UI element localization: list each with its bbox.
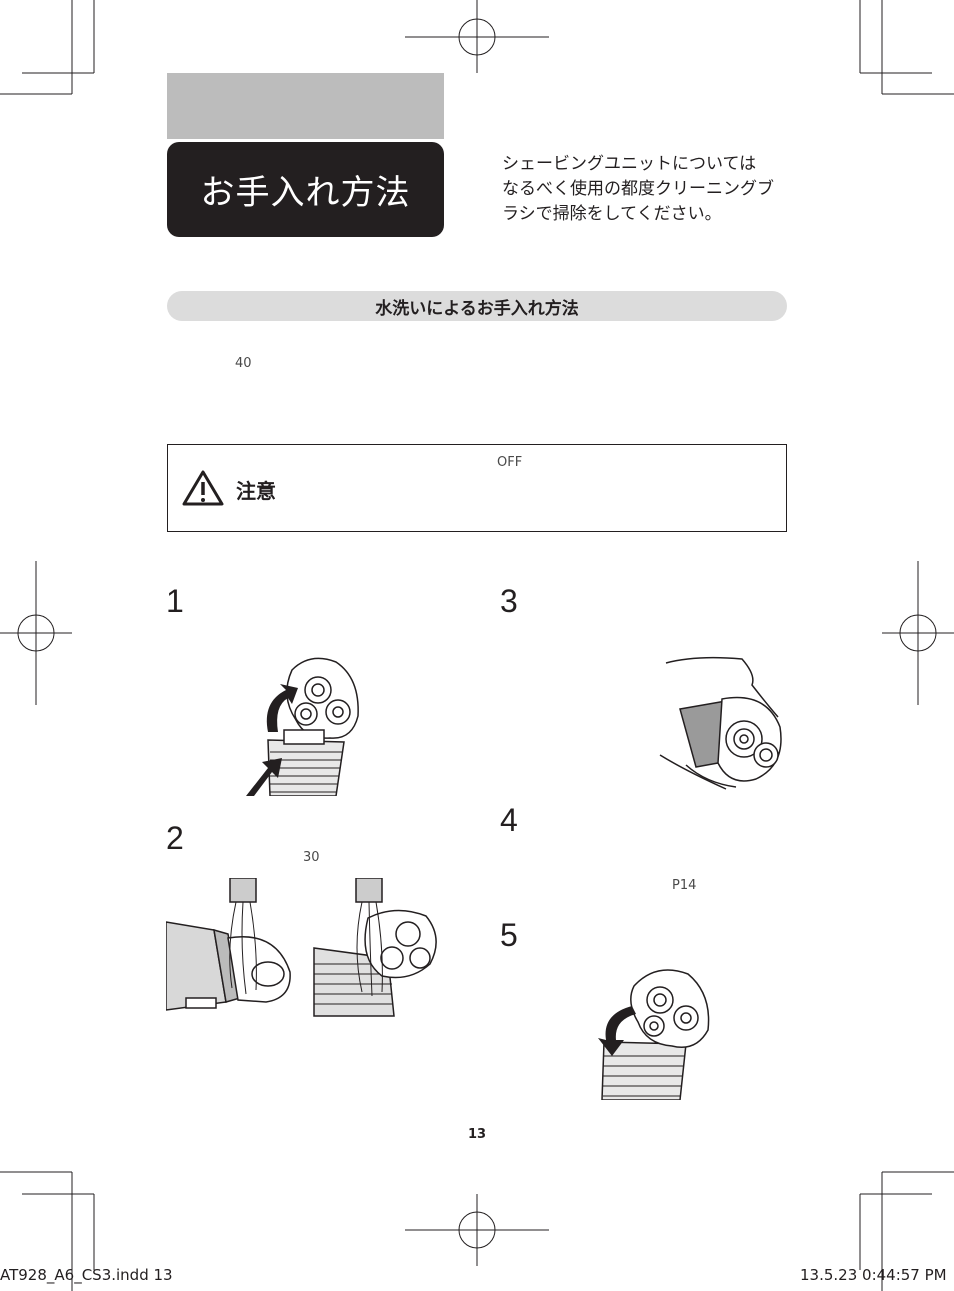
intro-line: なるべく使用の都度クリーニングブ <box>502 179 774 199</box>
intro-line: シェービングユニットについては <box>502 154 757 174</box>
caution-label: 注意 <box>236 479 276 503</box>
step-number: 1 <box>166 583 184 619</box>
page-title-box: お手入れ方法 <box>167 142 444 237</box>
section-header-bar: 水洗いによるお手入れ方法 <box>167 291 787 321</box>
step-number: 5 <box>500 917 518 953</box>
power-off-text: OFF <box>497 455 523 470</box>
step-number: 3 <box>500 583 518 619</box>
caution-box <box>167 444 787 532</box>
footer-file-info: AT928_A6_CS3.indd 13 <box>0 1266 173 1284</box>
shake-dry-illustration <box>659 656 782 790</box>
section-title: 水洗いによるお手入れ方法 <box>375 298 579 319</box>
step-number: 4 <box>500 802 518 838</box>
header-gray-band <box>167 73 444 139</box>
warning-icon <box>182 470 224 506</box>
rinse-head-illustration <box>166 878 291 1011</box>
open-shaving-head-illustration <box>246 657 359 796</box>
page-number: 13 <box>467 1127 487 1142</box>
rinse-head-open-illustration <box>313 878 437 1017</box>
close-shaving-head-illustration <box>598 969 710 1100</box>
footer-timestamp: 13.5.23 0:44:57 PM <box>800 1266 947 1284</box>
intro-line: ラシで掃除をしてください。 <box>502 204 722 224</box>
page-reference: P14 <box>672 878 697 893</box>
step-number: 2 <box>166 820 184 856</box>
intro-text: シェービングユニットについては なるべく使用の都度クリーニングブ ラシで掃除をし… <box>502 152 792 227</box>
page-title: お手入れ方法 <box>200 173 411 213</box>
temperature-value: 40 <box>235 356 252 371</box>
rinse-seconds-value: 30 <box>303 850 320 865</box>
